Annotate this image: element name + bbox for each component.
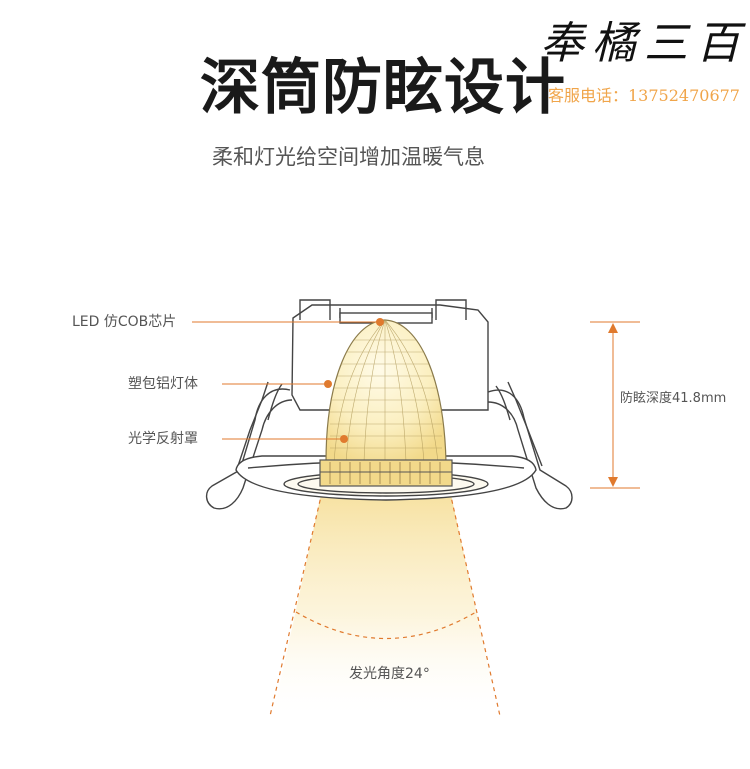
label-lamp-body: 塑包铝灯体 — [128, 376, 198, 392]
callout-dot-body — [324, 380, 332, 388]
callouts — [192, 318, 384, 443]
label-reflector: 光学反射罩 — [128, 431, 198, 447]
label-beam-angle: 发光角度24° — [349, 666, 430, 682]
reflector-dome — [319, 319, 453, 487]
callout-dot-chip — [376, 318, 384, 326]
brand-watermark: 奉橘三百 — [540, 18, 748, 69]
spring-clip-left — [205, 381, 293, 510]
callout-dot-reflector — [340, 435, 348, 443]
depth-dimension — [590, 321, 640, 489]
page-title: 深筒防眩设计 — [200, 53, 566, 123]
page-subtitle: 柔和灯光给空间增加温暖气息 — [212, 145, 485, 169]
light-beam — [269, 490, 501, 720]
label-depth: 防眩深度41.8mm — [620, 391, 727, 406]
phone-watermark: 客服电话：13752470677 — [548, 86, 740, 105]
label-led-chip: LED 仿COB芯片 — [72, 314, 177, 330]
spring-clip-right — [487, 381, 573, 510]
